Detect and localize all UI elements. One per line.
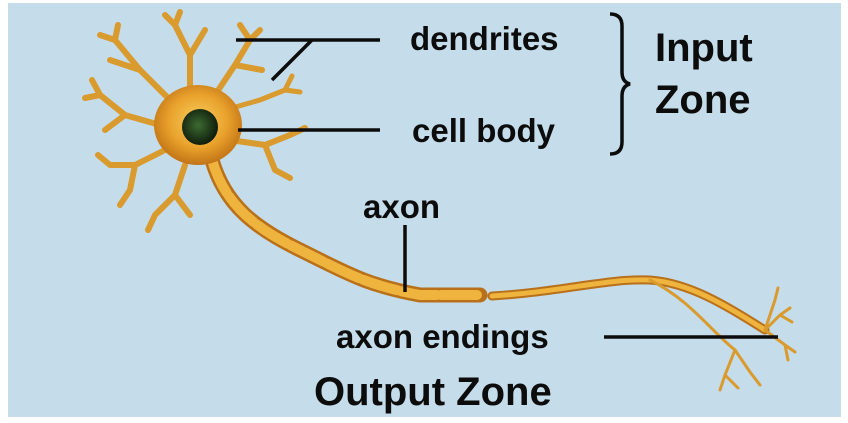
input-zone-bracket [610,14,630,154]
axon-endings-label: axon endings [336,320,549,353]
input-zone-label-line1: Input [655,28,753,68]
cell-body-label: cell body [412,114,555,147]
dendrites-label: dendrites [410,22,559,55]
axon-label: axon [363,190,440,223]
axon-terminals [720,288,795,390]
input-zone-label-line2: Zone [655,80,751,120]
nucleus [182,109,218,145]
output-zone-label: Output Zone [314,372,552,412]
